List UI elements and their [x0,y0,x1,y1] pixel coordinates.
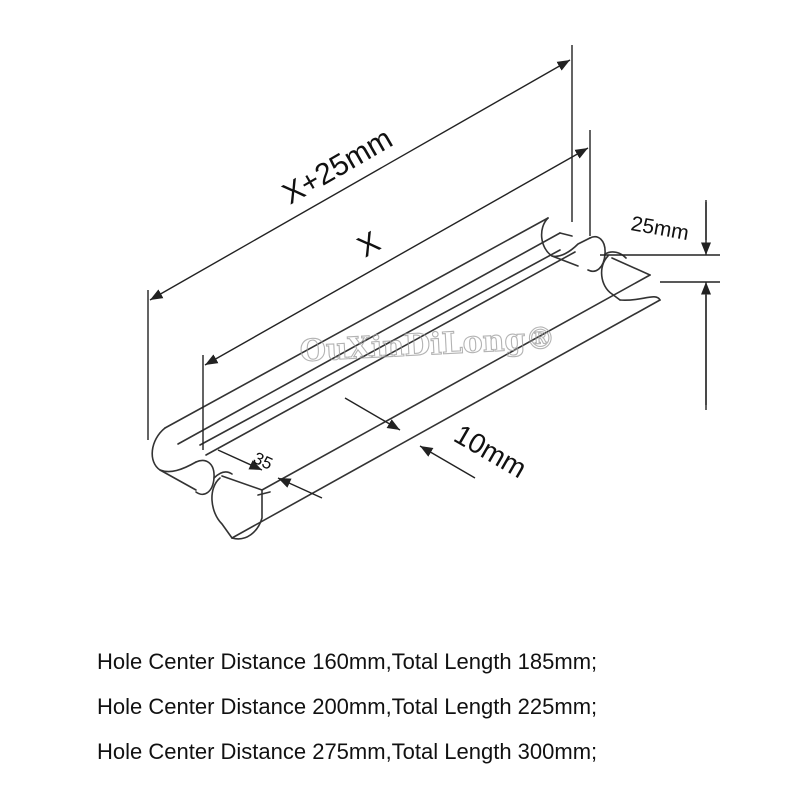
height-label: 25mm [629,212,690,245]
extension-lines [147,45,720,450]
dimension-arrows [149,59,712,499]
watermark-logo: OuXinDiLong® [299,321,556,369]
spec-line-3: Hole Center Distance 275mm,Total Length … [97,739,598,764]
spec-list: Hole Center Distance 160mm,Total Length … [97,650,597,785]
handle-dimension-drawing: X+25mm X 25mm 10mm 35 OuXinDiLong® [147,45,720,540]
width-label: 10mm [449,418,532,484]
hole-distance-label: X [352,225,386,264]
spec-line-2: Hole Center Distance 200mm,Total Length … [97,694,598,719]
total-length-label: X+25mm [277,122,398,211]
offset-label: 35 [250,448,275,473]
handle-outline [151,217,661,540]
spec-line-1: Hole Center Distance 160mm,Total Length … [97,649,598,674]
